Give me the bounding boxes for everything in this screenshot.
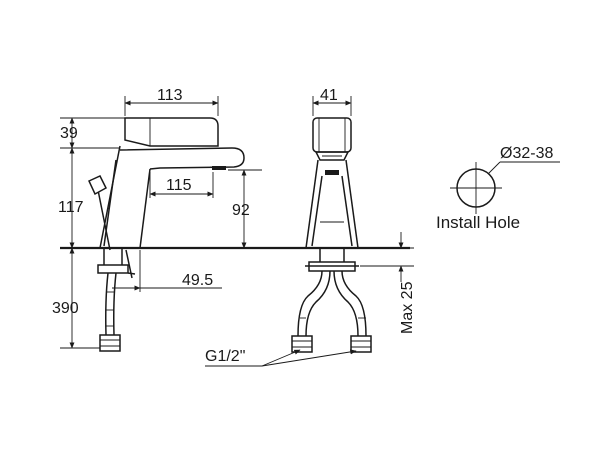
side-view (60, 117, 270, 352)
dim-offset: 49.5 (182, 272, 213, 289)
dim-spout-width: 113 (157, 87, 183, 104)
dim-max-thickness: Max 25 (399, 281, 416, 334)
front-view-dimensions: 41 Max 25 G1/2" (205, 87, 416, 367)
install-hole-detail: Ø32-38 Install Hole (436, 145, 560, 232)
dim-spout-height: 92 (232, 202, 250, 219)
dim-reach: 115 (166, 177, 192, 194)
side-view-dimensions: 113 39 117 115 92 49.5 390 (52, 87, 262, 349)
dim-thread: G1/2" (205, 348, 245, 365)
dim-top-height: 39 (60, 125, 78, 142)
dim-body-width: 41 (320, 87, 338, 104)
dim-hole-diameter: Ø32-38 (500, 145, 553, 162)
front-view (270, 117, 410, 353)
dim-body-height: 117 (58, 199, 84, 216)
install-hole-label: Install Hole (436, 213, 520, 232)
dim-hose-length: 390 (52, 300, 79, 317)
